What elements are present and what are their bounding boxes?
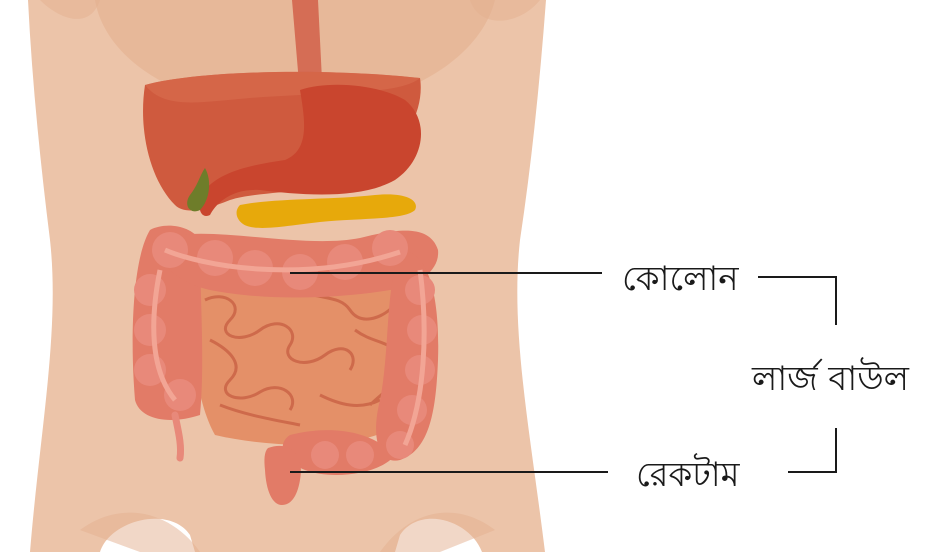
colon-label: কোলোন — [622, 262, 739, 296]
rectum-label: রেকটাম — [636, 458, 740, 492]
large-bowel-label: লার্জ বাউল — [752, 362, 909, 396]
large-bowel-bracket-bottom — [788, 428, 836, 472]
large-bowel-bracket-top — [758, 277, 836, 325]
